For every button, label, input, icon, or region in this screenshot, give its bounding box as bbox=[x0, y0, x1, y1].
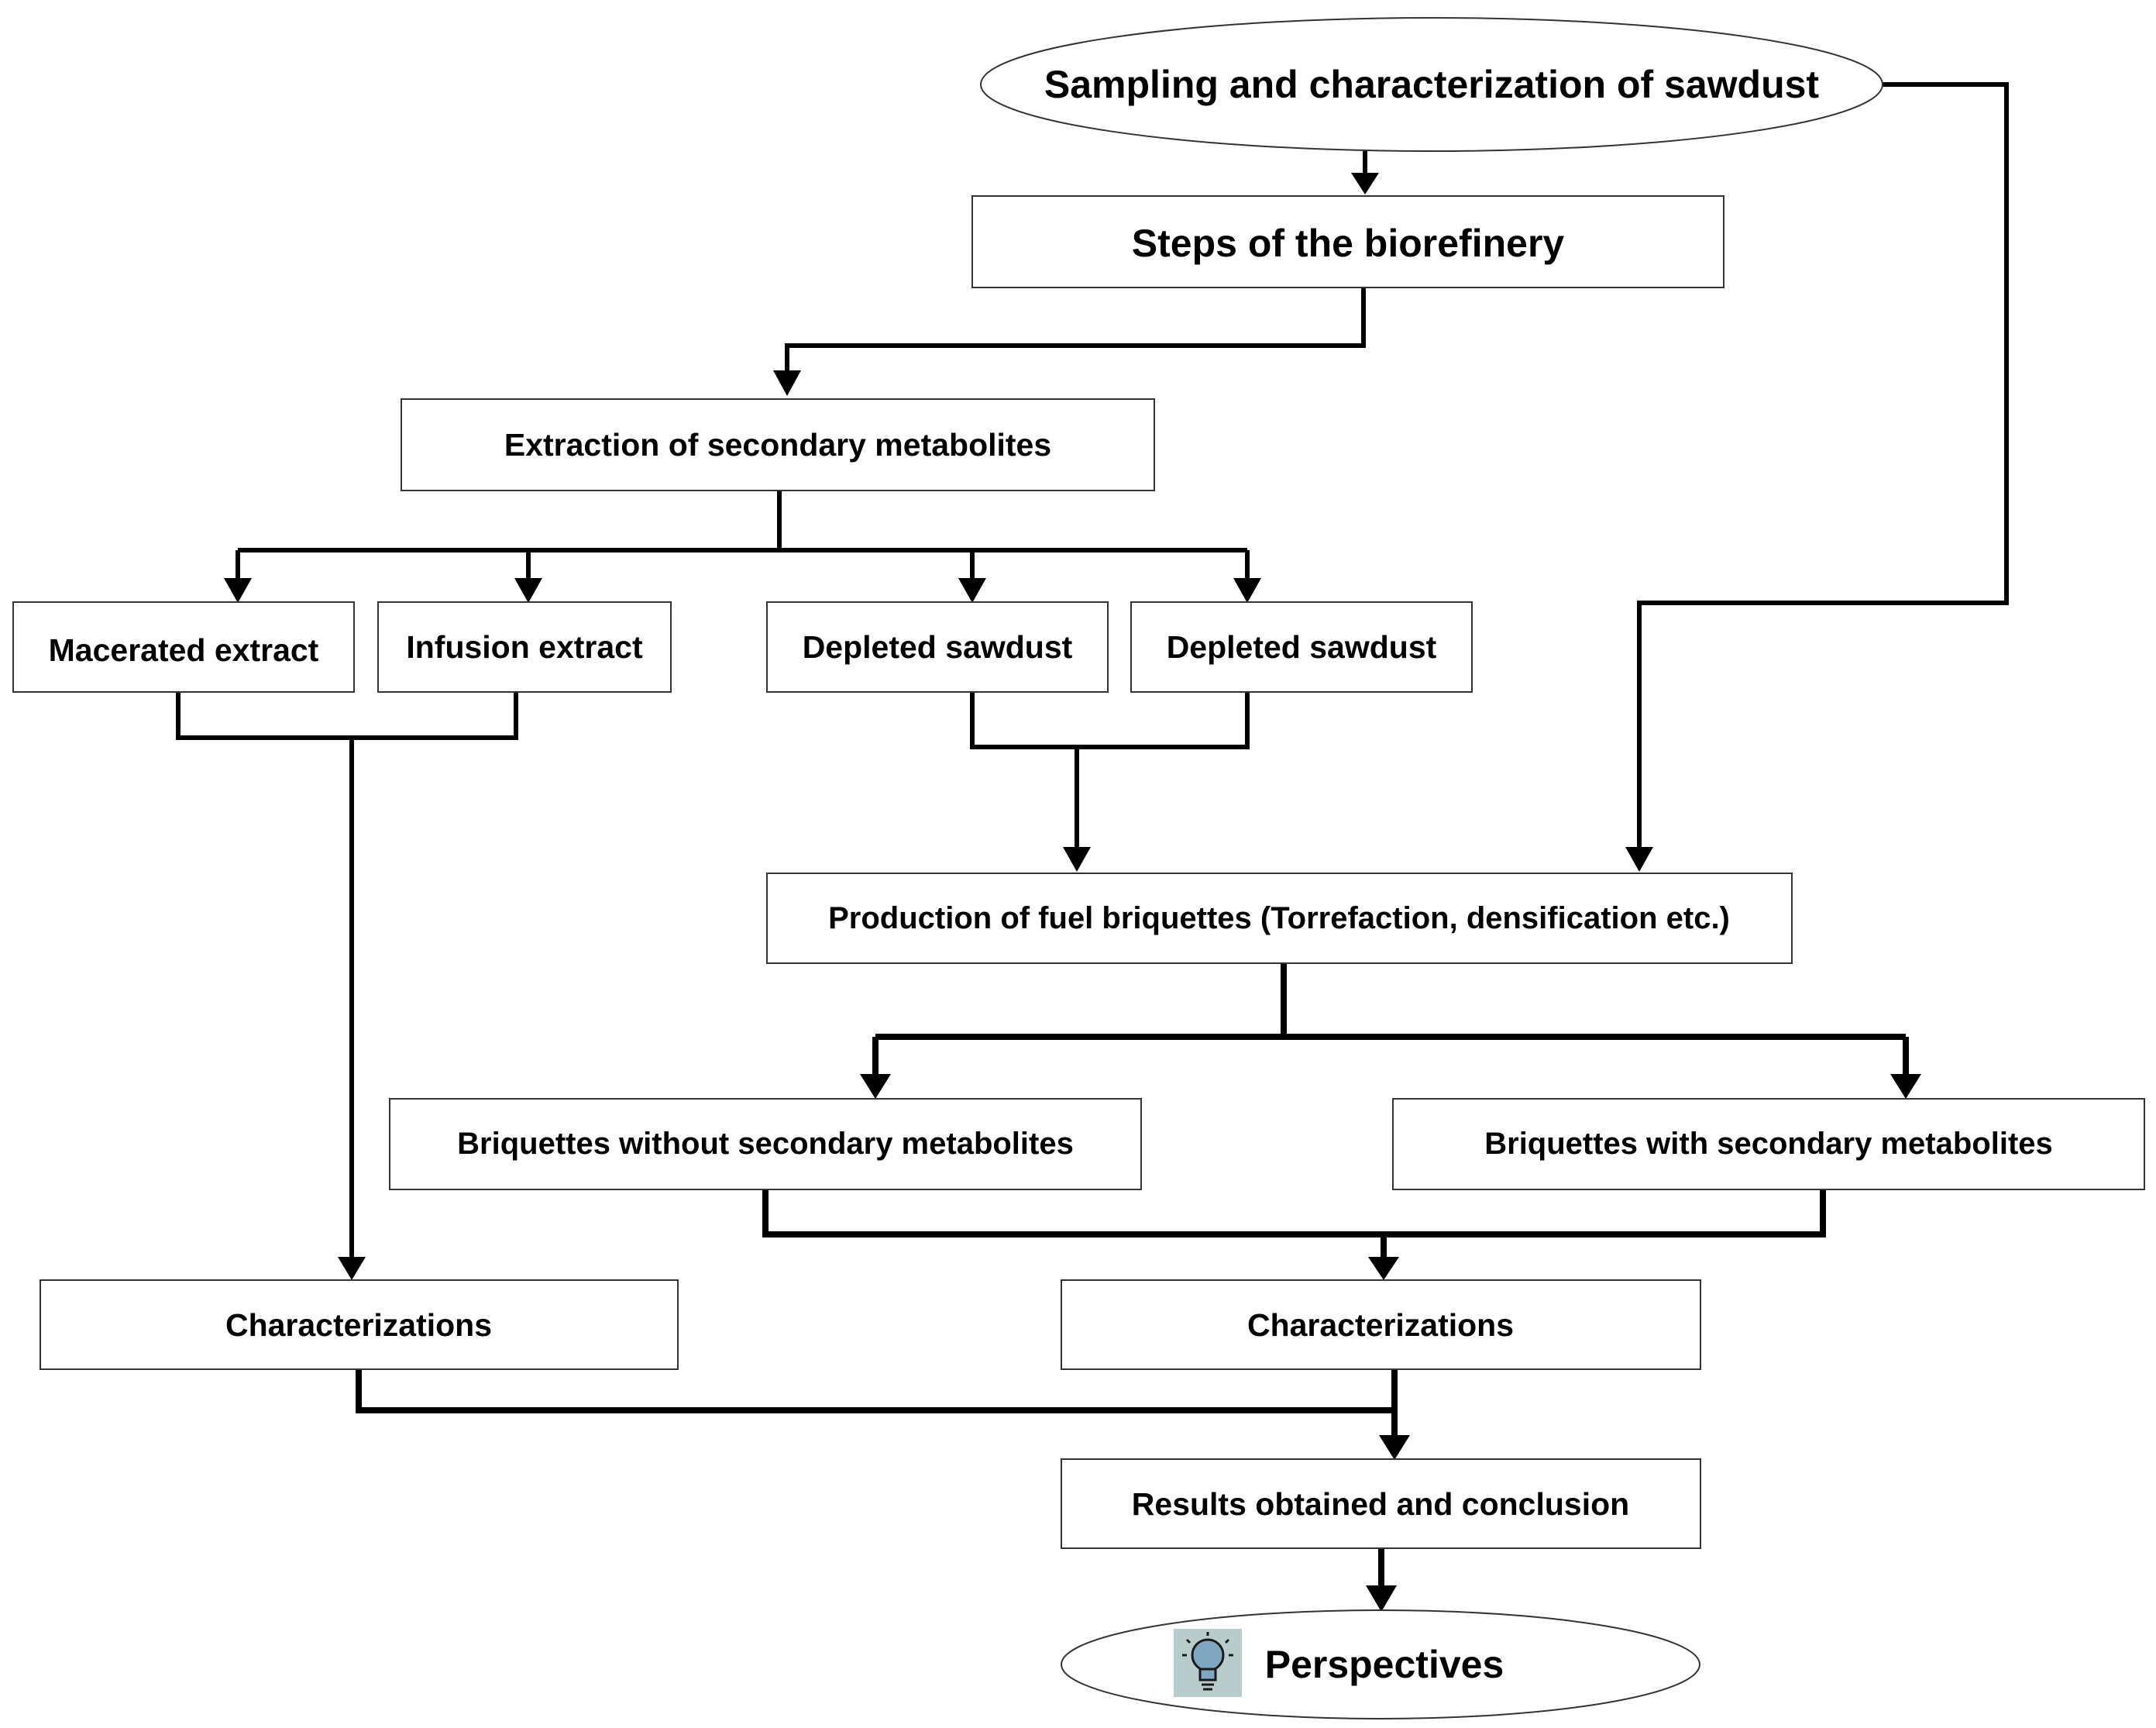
edge-extracts-merge bbox=[176, 692, 518, 740]
edge-extracts-charleft-arrowhead bbox=[338, 1257, 366, 1280]
node-briq-with: Briquettes with secondary metabolites bbox=[1392, 1098, 2145, 1190]
edge-steps-extraction-arrowhead bbox=[773, 370, 801, 396]
node-production: Production of fuel briquettes (Torrefact… bbox=[766, 873, 1793, 964]
node-infusion-label: Infusion extract bbox=[406, 629, 643, 665]
edge-briquettes-merge bbox=[762, 1189, 1826, 1237]
edge-sampling-production-arrowhead bbox=[1625, 847, 1653, 872]
node-infusion-shape bbox=[377, 601, 672, 693]
edge-production-without-arrowhead bbox=[860, 1074, 891, 1099]
node-extraction-shape bbox=[401, 398, 1155, 491]
node-macerated: Macerated extract bbox=[12, 601, 355, 693]
edge-depleted-merge bbox=[970, 692, 1250, 749]
node-sampling: Sampling and characterization of sawdust bbox=[980, 17, 1883, 152]
edge-extraction-infusion-arrowhead bbox=[514, 578, 542, 603]
node-production-label: Production of fuel briquettes (Torrefact… bbox=[828, 901, 1730, 935]
node-char-left-label: Characterizations bbox=[225, 1307, 492, 1343]
node-depleted-1: Depleted sawdust bbox=[766, 601, 1109, 693]
node-briq-without-shape bbox=[389, 1098, 1142, 1190]
edge-results-perspectives-arrowhead bbox=[1366, 1585, 1397, 1612]
edge-char-results-arrowhead bbox=[1379, 1435, 1410, 1460]
node-briq-with-label: Briquettes with secondary metabolites bbox=[1484, 1127, 2053, 1161]
edge-charleft-results bbox=[356, 1369, 1394, 1413]
node-macerated-shape bbox=[12, 601, 355, 693]
node-perspectives: Perspectives bbox=[1061, 1609, 1700, 1719]
node-sampling-shape bbox=[980, 17, 1883, 152]
node-depleted-2-shape bbox=[1130, 601, 1473, 693]
connectors bbox=[176, 82, 2009, 1612]
edge-extraction-macerated-arrowhead bbox=[224, 578, 252, 603]
edge-steps-extraction bbox=[785, 287, 1366, 372]
node-char-left: Characterizations bbox=[40, 1279, 679, 1370]
node-extraction: Extraction of secondary metabolites bbox=[401, 398, 1155, 491]
node-perspectives-label: Perspectives bbox=[1265, 1643, 1504, 1686]
node-results: Results obtained and conclusion bbox=[1061, 1458, 1701, 1549]
edge-extraction-depleted-2-arrowhead bbox=[1233, 578, 1261, 603]
node-char-right: Characterizations bbox=[1061, 1279, 1701, 1370]
node-steps-shape bbox=[971, 195, 1724, 288]
node-results-label: Results obtained and conclusion bbox=[1132, 1486, 1629, 1522]
edge-extraction-depleted-1-arrowhead bbox=[958, 578, 986, 603]
node-infusion: Infusion extract bbox=[377, 601, 672, 693]
node-briq-without-label: Briquettes without secondary metabolites bbox=[457, 1127, 1074, 1161]
node-macerated-label: Macerated extract bbox=[49, 632, 319, 668]
node-production-shape bbox=[766, 873, 1793, 964]
node-char-right-label: Characterizations bbox=[1247, 1307, 1514, 1343]
node-briq-with-shape bbox=[1392, 1098, 2145, 1190]
node-depleted-1-label: Depleted sawdust bbox=[803, 629, 1073, 665]
node-briq-without: Briquettes without secondary metabolites bbox=[389, 1098, 1142, 1190]
node-steps-label: Steps of the biorefinery bbox=[1132, 222, 1565, 265]
lightbulb-icon bbox=[1174, 1629, 1242, 1697]
edge-sampling-steps-arrowhead bbox=[1351, 173, 1379, 194]
node-char-left-shape bbox=[40, 1279, 679, 1370]
node-extraction-label: Extraction of secondary metabolites bbox=[504, 427, 1051, 463]
node-depleted-2: Depleted sawdust bbox=[1130, 601, 1473, 693]
edge-depleted-production-arrowhead bbox=[1063, 847, 1091, 872]
node-sampling-label: Sampling and characterization of sawdust bbox=[1044, 63, 1820, 106]
edge-briquettes-charright-arrowhead bbox=[1368, 1257, 1399, 1280]
node-depleted-1-shape bbox=[766, 601, 1109, 693]
edge-sampling-production bbox=[1637, 82, 2009, 849]
node-depleted-2-label: Depleted sawdust bbox=[1167, 629, 1437, 665]
node-char-right-shape bbox=[1061, 1279, 1701, 1370]
node-steps: Steps of the biorefinery bbox=[971, 195, 1724, 288]
edge-production-with-arrowhead bbox=[1890, 1074, 1921, 1099]
node-results-shape bbox=[1061, 1458, 1701, 1549]
